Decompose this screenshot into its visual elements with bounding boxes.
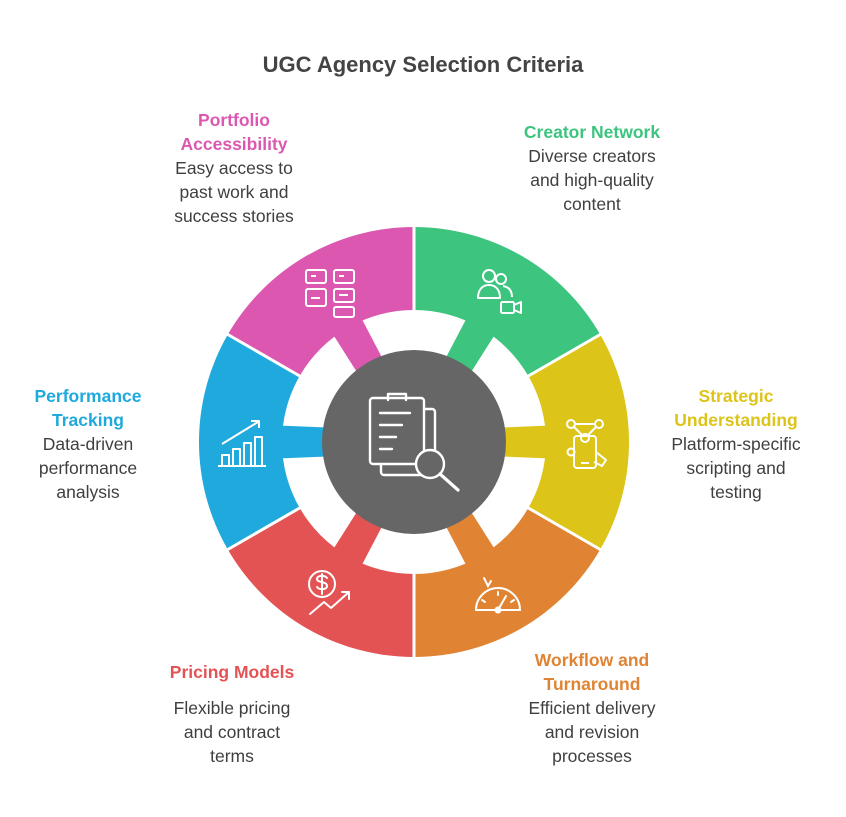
description-line: Efficient delivery	[528, 698, 656, 718]
description-line: and contract	[183, 722, 281, 742]
description-line: content	[563, 194, 621, 214]
connector-portfolio-accessibility	[333, 318, 384, 375]
segment-divider	[525, 505, 603, 552]
bar-chart-growth-icon	[218, 420, 266, 467]
segment-divider	[225, 332, 303, 379]
heading-performance-tracking: Performance Tracking	[0, 384, 176, 432]
description-portfolio-accessibility: Easy access to past work and success sto…	[144, 156, 324, 228]
heading-creator-network: Creator Network	[504, 120, 680, 144]
description-line: past work and	[179, 182, 289, 202]
description-performance-tracking: Data-driven performance analysis	[0, 432, 176, 504]
label-creator-network: Creator Network Diverse creators and hig…	[504, 120, 680, 216]
connector-workflow-turnaround	[444, 509, 495, 566]
description-line: scripting and	[686, 458, 786, 478]
phone-network-icon	[566, 419, 607, 469]
label-workflow-turnaround: Workflow and Turnaround Efficient delive…	[504, 648, 680, 768]
description-strategic-understanding: Platform-specific scripting and testing	[648, 432, 824, 504]
segment-workflow-turnaround	[414, 508, 601, 657]
description-line: terms	[210, 746, 254, 766]
heading-line: Strategic	[698, 386, 774, 406]
heading-line: Accessibility	[180, 134, 288, 154]
diagram-title: UGC Agency Selection Criteria	[262, 52, 584, 77]
connector-creator-network	[444, 318, 495, 375]
connector-strategic-understanding	[500, 425, 548, 459]
heading-line: Pricing Models	[169, 662, 295, 682]
label-performance-tracking: Performance Tracking Data-driven perform…	[0, 384, 176, 504]
connector-performance-tracking	[280, 425, 328, 459]
description-line: Data-driven	[42, 434, 134, 454]
label-portfolio-accessibility: Portfolio Accessibility Easy access to p…	[144, 108, 324, 228]
description-line: testing	[710, 482, 762, 502]
heading-line: Understanding	[674, 410, 798, 430]
heading-line: Performance	[34, 386, 142, 406]
heading-line: Portfolio	[198, 110, 270, 130]
segment-divider	[225, 505, 303, 552]
clipboard-search-icon	[368, 392, 460, 492]
description-line: Flexible pricing	[173, 698, 291, 718]
description-line: success stories	[174, 206, 294, 226]
heading-pricing-models: Pricing Models	[144, 660, 320, 684]
description-creator-network: Diverse creators and high-quality conten…	[504, 144, 680, 216]
description-line: processes	[552, 746, 632, 766]
description-line: performance	[38, 458, 138, 478]
description-line: analysis	[56, 482, 120, 502]
heading-line: Turnaround	[543, 674, 641, 694]
description-workflow-turnaround: Efficient delivery and revision processe…	[504, 696, 680, 768]
users-video-icon	[477, 269, 522, 314]
dashboard-grid-icon	[305, 269, 355, 318]
heading-strategic-understanding: Strategic Understanding	[648, 384, 824, 432]
description-pricing-models: Flexible pricing and contract terms	[144, 696, 320, 768]
speedometer-icon	[475, 577, 521, 614]
segment-divider	[525, 332, 603, 379]
heading-portfolio-accessibility: Portfolio Accessibility	[144, 108, 324, 156]
description-line: Easy access to	[175, 158, 293, 178]
connector-pricing-models	[333, 509, 384, 566]
heading-line: Creator Network	[523, 122, 661, 142]
heading-line: Workflow and	[534, 650, 650, 670]
segment-portfolio-accessibility	[227, 226, 414, 376]
description-line: Diverse creators	[528, 146, 656, 166]
heading-workflow-turnaround: Workflow and Turnaround	[504, 648, 680, 696]
description-line: Platform-specific	[671, 434, 801, 454]
label-strategic-understanding: Strategic Understanding Platform-specifi…	[648, 384, 824, 504]
label-pricing-models: Pricing Models Flexible pricing and cont…	[144, 660, 320, 768]
segment-strategic-understanding	[528, 334, 629, 550]
description-line: and high-quality	[530, 170, 654, 190]
heading-line: Tracking	[52, 410, 124, 430]
description-line: and revision	[544, 722, 640, 742]
dollar-growth-icon	[308, 570, 350, 615]
